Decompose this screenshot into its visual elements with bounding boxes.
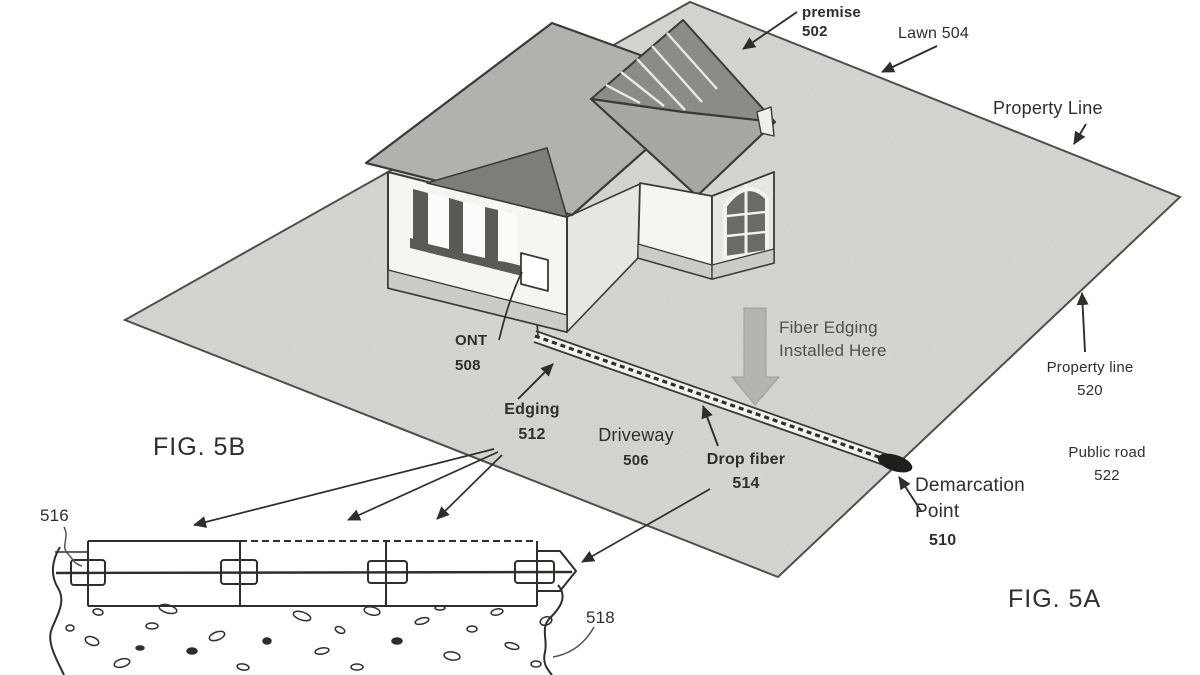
fig5b-caption-text: FIG. 5B [153, 433, 247, 461]
roof-finial [756, 106, 775, 137]
installed-here-block-arrow [730, 307, 781, 406]
house [364, 19, 777, 333]
label-premise: premise 502 [802, 3, 861, 41]
leader-arrows [498, 11, 1089, 512]
label-516: 516 [40, 506, 69, 525]
label-property-line-520: Property line 520 [1035, 356, 1145, 402]
wing-roof [589, 97, 777, 198]
property-line-text: Property Line [993, 98, 1103, 118]
fiber-clips [70, 559, 555, 586]
demarcation-point-dot [877, 453, 913, 473]
soil-pebbles [65, 603, 553, 671]
caption-fig5a: FIG. 5A [1008, 587, 1101, 612]
fiber-edging-note-line1: Fiber Edging [779, 318, 878, 337]
driveway-ref: 506 [623, 452, 649, 469]
fiber-edging-strip [533, 330, 895, 469]
label-518: 518 [586, 608, 615, 627]
drop-fiber-ref: 514 [732, 475, 760, 492]
label-lawn: Lawn 504 [898, 24, 969, 43]
main-roof-front-face [426, 147, 568, 218]
premise-text: premise [802, 4, 861, 21]
fiber-line [55, 570, 573, 575]
demarcation-line2: Point [915, 501, 960, 522]
ref-518: 518 [586, 608, 615, 627]
edging-ref: 512 [518, 426, 546, 443]
label-ont: ONT 508 [455, 328, 487, 378]
property-line-520-text: Property line [1046, 359, 1134, 376]
driveway-text: Driveway [598, 425, 674, 445]
house-foundation [387, 269, 568, 333]
label-public-road: Public road 522 [1061, 441, 1153, 487]
ref-516: 516 [40, 506, 69, 525]
lawn-text: Lawn 504 [898, 25, 969, 42]
label-edging: Edging 512 [495, 397, 569, 447]
drop-fiber-text: Drop fiber [706, 451, 786, 468]
edging-text: Edging [504, 401, 560, 418]
ont-text: ONT [455, 332, 488, 349]
label-demarcation-point: Demarcation Point 510 [915, 473, 1025, 554]
front-window [410, 189, 522, 276]
fiber-edging-note-line2: Installed Here [779, 341, 887, 360]
fig5b-drawing [49, 448, 711, 675]
demarcation-ref: 510 [929, 532, 957, 549]
fig5a-caption-text: FIG. 5A [1008, 585, 1102, 613]
label-drop-fiber: Drop fiber 514 [700, 448, 792, 496]
bay-arched-window [723, 184, 769, 260]
demarcation-line1: Demarcation [915, 475, 1025, 496]
wing-roof-striped [590, 19, 776, 123]
ont-box [520, 252, 549, 292]
label-property-line: Property Line [993, 99, 1103, 118]
ont-ref: 508 [455, 357, 481, 374]
wing-foundation-right [711, 248, 775, 280]
caption-fig5b: FIG. 5B [153, 435, 246, 460]
property-line-520-ref: 520 [1077, 382, 1103, 399]
label-driveway: Driveway 506 [588, 423, 684, 473]
public-road-text: Public road [1068, 444, 1146, 461]
premise-ref: 502 [802, 23, 828, 40]
label-fiber-edging-note: Fiber Edging Installed Here [779, 316, 887, 362]
public-road-ref: 522 [1094, 467, 1120, 484]
